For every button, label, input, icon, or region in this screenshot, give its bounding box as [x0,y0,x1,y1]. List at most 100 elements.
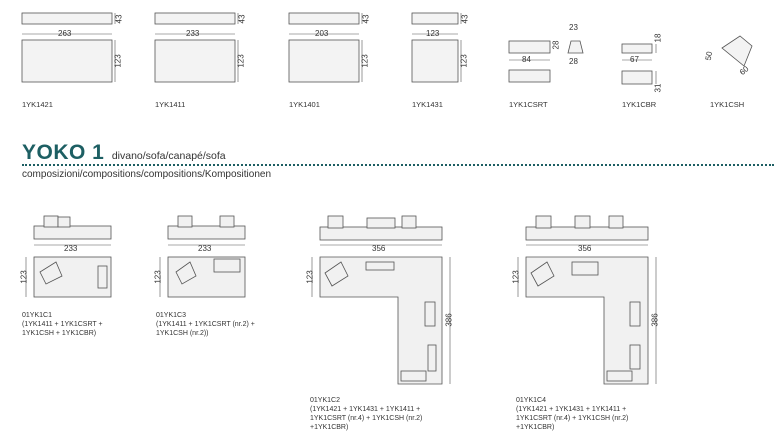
composition-parts: (1YK1421 + 1YK1431 + 1YK1411 + [310,406,421,413]
module-code: 1YK1401 [289,100,320,109]
comp-c4-cushion-plan [530,261,555,287]
comp-dim-width: 233 [198,244,212,253]
comp-c1-cushion-plan [39,261,63,285]
dim-height: 18 [653,33,663,43]
dim-depth: 50 [703,50,715,62]
comp-c4-armrest-b [629,344,641,370]
composition-parts: (1YK1411 + 1YK1CSRT + [22,321,103,328]
module-1yk1431-plan [411,39,459,83]
module-code: 1YK1CSRT [509,100,548,109]
product-name: YOKO 1 [22,141,105,164]
dim-height: 43 [114,14,124,24]
comp-dim-width: 356 [578,244,592,253]
comp-dim-width: 356 [372,244,386,253]
composition-caption: 01YK1C4 (1YK1421 + 1YK1431 + 1YK1411 + 1… [516,396,628,432]
module-1yk1401-elevation [288,12,360,25]
product-subtitle: divano/sofa/canapé/sofa [111,150,226,162]
comp-c2-cushion-c [401,215,417,229]
dim-side-top: 23 [569,23,578,32]
module-code: 1YK1411 [155,100,186,109]
comp-c2-cushion-a [327,215,344,229]
comp-c4-back [525,226,649,241]
module-1yk1421-plan [21,39,113,83]
module-code: 1YK1CBR [622,100,657,109]
comp-c2-armrest-a [424,301,436,327]
composition-code: 01YK1C1 [22,312,52,319]
dim-height: 43 [237,14,247,24]
composition-parts: (1YK1421 + 1YK1431 + 1YK1411 + [516,406,627,413]
module-1yk1cbr-front [621,70,653,85]
comp-c4-cushion-plan-b [571,261,599,276]
module-1yk1411-plan [154,39,236,83]
module-code: 1YK1431 [412,100,443,109]
dim-width: 67 [630,55,639,64]
dim-depth: 123 [236,54,246,68]
comp-c3-cushion-plan-b [213,258,241,273]
comp-dim-length: 386 [650,313,660,327]
dim-depth: 123 [360,54,370,68]
dim-width: 84 [522,55,531,64]
dim-width: 123 [426,29,440,38]
comp-c1-armrest [97,265,108,289]
composition-code: 01YK1C4 [516,397,546,404]
comp-c1-back [33,225,112,240]
comp-dim-depth: 123 [153,270,163,284]
comp-dim-depth: 123 [305,270,315,284]
comp-c3-cushion-b [219,215,235,228]
comp-dim-depth: 123 [19,270,29,284]
composition-parts: 1YK1CSRT (nr.4) + 1YK1CSH (nr.2) [310,415,423,422]
dim-height: 43 [460,14,470,24]
composition-parts: +1YK1CBR) [516,424,555,431]
comp-c1-cushion-a [43,215,59,228]
module-1yk1csrt-plan [508,40,551,54]
dim-width: 233 [186,29,200,38]
comp-c3-cushion-a [177,215,193,228]
module-1yk1421-elevation [21,12,113,25]
title-rule [22,164,774,166]
dim-depth: 28 [551,40,561,50]
dim-depth: 123 [459,54,469,68]
comp-c4-plan [525,256,649,385]
dim-side-depth: 28 [569,57,578,66]
comp-c2-armrest-b [427,344,437,372]
comp-c4-cushion-b [574,215,591,229]
comp-dim-depth: 123 [511,270,521,284]
comp-c4-cushion-bottom [606,370,633,382]
module-1yk1cbr-plan [621,43,653,54]
composition-parts: +1YK1CBR) [310,424,349,431]
composition-code: 01YK1C3 [156,312,186,319]
module-1yk1411-elevation [154,12,236,25]
dim-width: 263 [58,29,72,38]
module-code: 1YK1421 [22,100,53,109]
composition-caption: 01YK1C1 (1YK1411 + 1YK1CSRT + 1YK1CSH + … [22,311,103,338]
comp-c3-cushion-plan-a [175,261,197,285]
dim-depth: 123 [113,54,123,68]
composition-code: 01YK1C2 [310,397,340,404]
comp-c4-cushion-c [608,215,624,229]
composition-parts: 1YK1CSH + 1YK1CBR) [22,330,97,337]
module-1yk1431-elevation [411,12,459,25]
composition-caption: 01YK1C3 (1YK1411 + 1YK1CSRT (nr.2) + 1YK… [156,311,255,338]
module-1yk1csh-cushion [721,35,753,67]
module-1yk1csrt-side [567,40,584,54]
comp-dim-width: 233 [64,244,78,253]
product-title: YOKO 1 divano/sofa/canapé/sofa [22,141,226,165]
module-1yk1401-plan [288,39,360,83]
dim-height: 43 [361,14,371,24]
comp-c4-cushion-a [535,215,552,229]
module-1yk1csrt-front [508,69,551,83]
dim-depth: 31 [653,83,663,93]
comp-c2-back [319,226,443,241]
comp-c2-cushion-b [366,217,396,229]
comp-c1-cushion-b [57,216,71,228]
comp-dim-length: 386 [444,313,454,327]
composition-parts: 1YK1CSH (nr.2)) [156,330,209,337]
comp-c3-back [167,225,246,240]
dim-width: 203 [315,29,329,38]
composition-parts: (1YK1411 + 1YK1CSRT (nr.2) + [156,321,255,328]
comp-c2-cushion-bottom [400,370,427,382]
comp-c4-armrest-a [629,301,641,327]
comp-c2-bolster [365,261,395,271]
composition-caption: 01YK1C2 (1YK1421 + 1YK1431 + 1YK1411 + 1… [310,396,422,432]
